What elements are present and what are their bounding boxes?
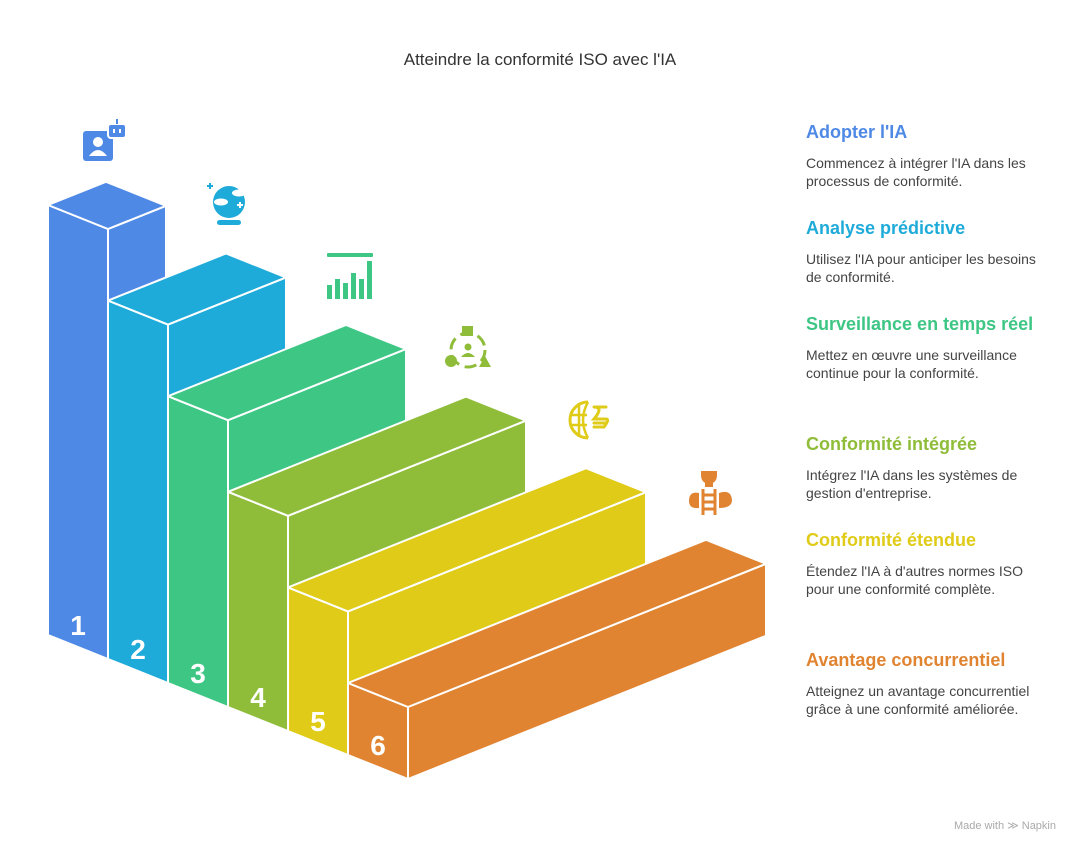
step-2-top-face [107,252,287,326]
step-description: Commencez à intégrer l'IA dans les proce… [806,155,1026,189]
step-5-top-face [287,467,647,613]
robot-user-icon [78,118,132,172]
staircase: 1 2 3 4 5 6 [47,180,767,780]
step-title: Adopter l'IA [806,122,908,142]
trophy-ladder-icon [681,465,735,519]
step-1-number: 1 [70,610,86,641]
diagram-title: Atteindre la conformité ISO avec l'IA [403,50,677,69]
step-6-top-face [347,538,767,708]
step-title: Conformité étendue [806,530,977,550]
step-1-text: Adopter l'IA Commencez à intégrer l'IA da… [806,120,1046,190]
step-description: Utilisez l'IA pour anticiper les besoins… [806,251,1036,285]
globe-standards-icon [561,393,615,447]
step-6-number: 6 [370,730,386,761]
step-5-number: 5 [310,706,326,737]
step-1-top-face [47,180,167,230]
step-description: Atteignez un avantage concurrentiel grâc… [806,683,1030,717]
napkin-logo-icon: ≫ [1007,820,1019,832]
step-1-front-face [47,204,109,660]
step-description: Étendez l'IA à d'autres normes ISO pour … [806,563,1024,597]
step-description: Mettez en œuvre une surveillance continu… [806,347,1017,381]
crystal-ball-icon [201,178,255,232]
step-title: Surveillance en temps réel [806,314,1034,334]
step-title: Conformité intégrée [806,434,978,454]
napkin-watermark: Made with ≫ Napkin [954,819,1056,832]
integration-cycle-icon [441,320,495,374]
step-2-front-face [107,299,169,684]
bar-chart-icon [321,248,375,302]
step-description: Intégrez l'IA dans les systèmes de gesti… [806,467,1018,501]
made-with-label: Made with [953,820,1005,832]
brand-label: Napkin [1021,820,1056,832]
step-3-number: 3 [190,658,206,689]
step-3-top-face [167,324,407,422]
step-4-top-face [227,395,527,517]
step-title: Analyse prédictive [806,218,966,238]
step-title: Avantage concurrentiel [806,650,1006,670]
step-4-number: 4 [250,682,266,713]
step-2-number: 2 [130,634,146,665]
